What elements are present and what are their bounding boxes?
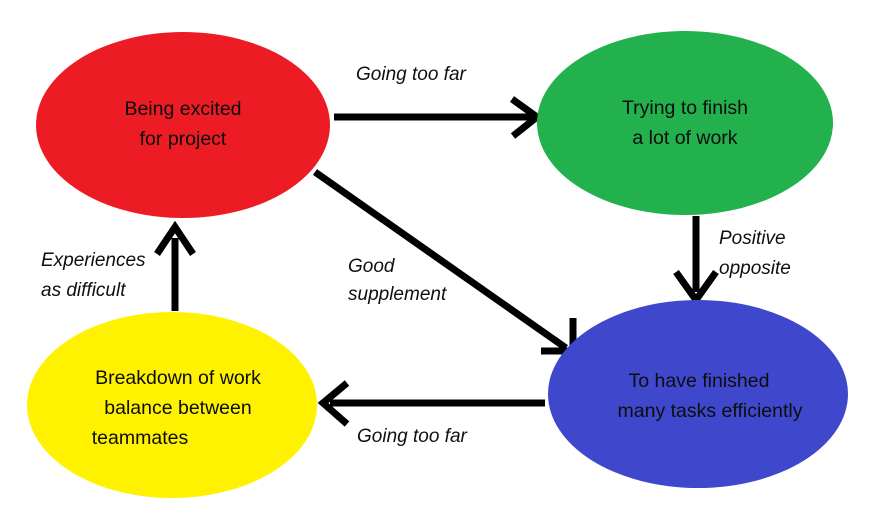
edge-finished-to-breakdown <box>317 380 545 427</box>
edge-label-line-2: as difficult <box>41 280 126 301</box>
arrowhead-left-bottom <box>317 380 350 427</box>
node-trying-to-finish-a-lot-of-work[interactable]: Trying to finish a lot of work <box>537 31 833 215</box>
edge-label-experiences-as-difficult: Experiences as difficult <box>41 250 146 301</box>
arrowhead-down-right <box>673 269 719 307</box>
node-label-line-2: many tasks efficiently <box>618 400 803 422</box>
edge-line-good-supplement <box>312 169 569 351</box>
edge-label-line-1: Positive <box>719 228 786 249</box>
node-label-line-2: a lot of work <box>632 127 737 149</box>
node-label-line-1: Trying to finish <box>622 97 748 119</box>
node-ellipse-yellow[interactable] <box>27 312 317 498</box>
edge-label-line-2: supplement <box>348 284 447 305</box>
edge-label-going-too-far-top: Going too far <box>356 64 467 85</box>
edge-label-line-1: Experiences <box>41 250 146 271</box>
arrowhead-up-left <box>154 220 196 256</box>
node-being-excited-for-project[interactable]: Being excited for project <box>36 32 330 218</box>
node-ellipse-green[interactable] <box>537 31 833 215</box>
node-breakdown-of-work-balance-between-teammates[interactable]: Breakdown of work balance between teamma… <box>27 312 317 498</box>
node-to-have-finished-many-tasks-efficiently[interactable]: To have finished many tasks efficiently <box>548 300 848 488</box>
node-label-line-1: To have finished <box>629 370 770 392</box>
node-label-line-2: balance between <box>104 397 251 419</box>
node-label-line-3: teammates <box>92 427 189 449</box>
edge-label-positive-opposite: Positive opposite <box>719 228 791 279</box>
edge-label-going-too-far-bottom: Going too far <box>357 426 468 447</box>
node-ellipse-blue[interactable] <box>548 300 848 488</box>
edge-label-text: Going too far <box>357 426 468 447</box>
node-ellipse-red[interactable] <box>36 32 330 218</box>
edge-breakdown-to-excited <box>154 220 196 311</box>
edge-label-good-supplement: Good supplement <box>348 256 447 305</box>
edge-excited-to-trying <box>334 96 543 139</box>
node-label-line-1: Breakdown of work <box>95 367 261 389</box>
edge-label-line-1: Good <box>348 256 396 277</box>
node-label-line-2: for project <box>140 128 227 150</box>
edge-label-line-2: opposite <box>719 258 791 279</box>
edge-label-text: Going too far <box>356 64 467 85</box>
edge-trying-to-finished <box>673 216 719 307</box>
arrowhead-right-top <box>509 96 543 139</box>
node-label-line-1: Being excited <box>124 98 241 120</box>
